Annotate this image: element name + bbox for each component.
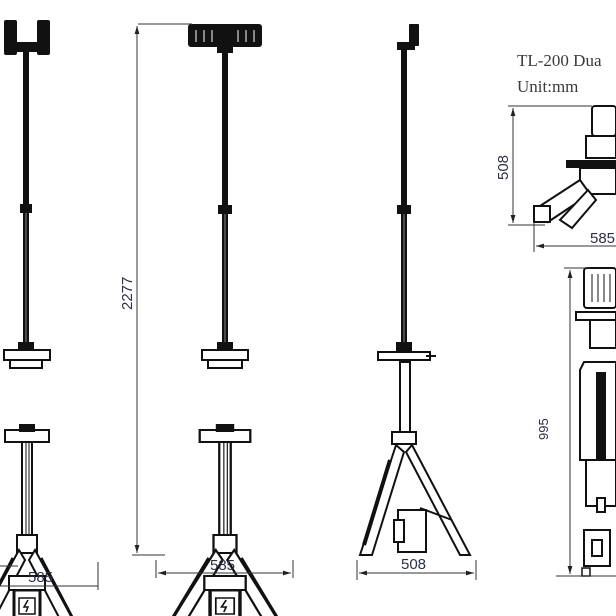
folded-side-view — [575, 267, 616, 577]
dim-height-folded: 995 — [536, 267, 616, 577]
side-view — [358, 24, 472, 556]
front-view-heads-flat — [154, 24, 296, 616]
width-label-view-3: 508 — [401, 556, 426, 573]
width-label-top-view: 585 — [590, 230, 615, 247]
front-view-heads-open — [0, 20, 89, 616]
top-view-folded — [533, 105, 616, 230]
height-label-total: 2277 — [119, 277, 136, 310]
product-title: TL-200 Dua — [517, 51, 602, 70]
dim-width-view-1: 585 — [0, 562, 99, 590]
dim-width-top-view: 585 — [533, 222, 616, 252]
unit-label: Unit:mm — [517, 77, 578, 96]
width-label-view-1: 585 — [28, 569, 53, 586]
height-label-top-view: 508 — [495, 155, 512, 180]
dim-height-total: 2277 — [119, 23, 192, 556]
width-label-view-2: 585 — [210, 557, 235, 574]
dim-height-top-view: 508 — [495, 105, 592, 226]
dim-width-view-3: 508 — [356, 556, 477, 580]
height-label-folded: 995 — [536, 418, 551, 440]
dim-width-view-2: 585 — [155, 557, 294, 578]
